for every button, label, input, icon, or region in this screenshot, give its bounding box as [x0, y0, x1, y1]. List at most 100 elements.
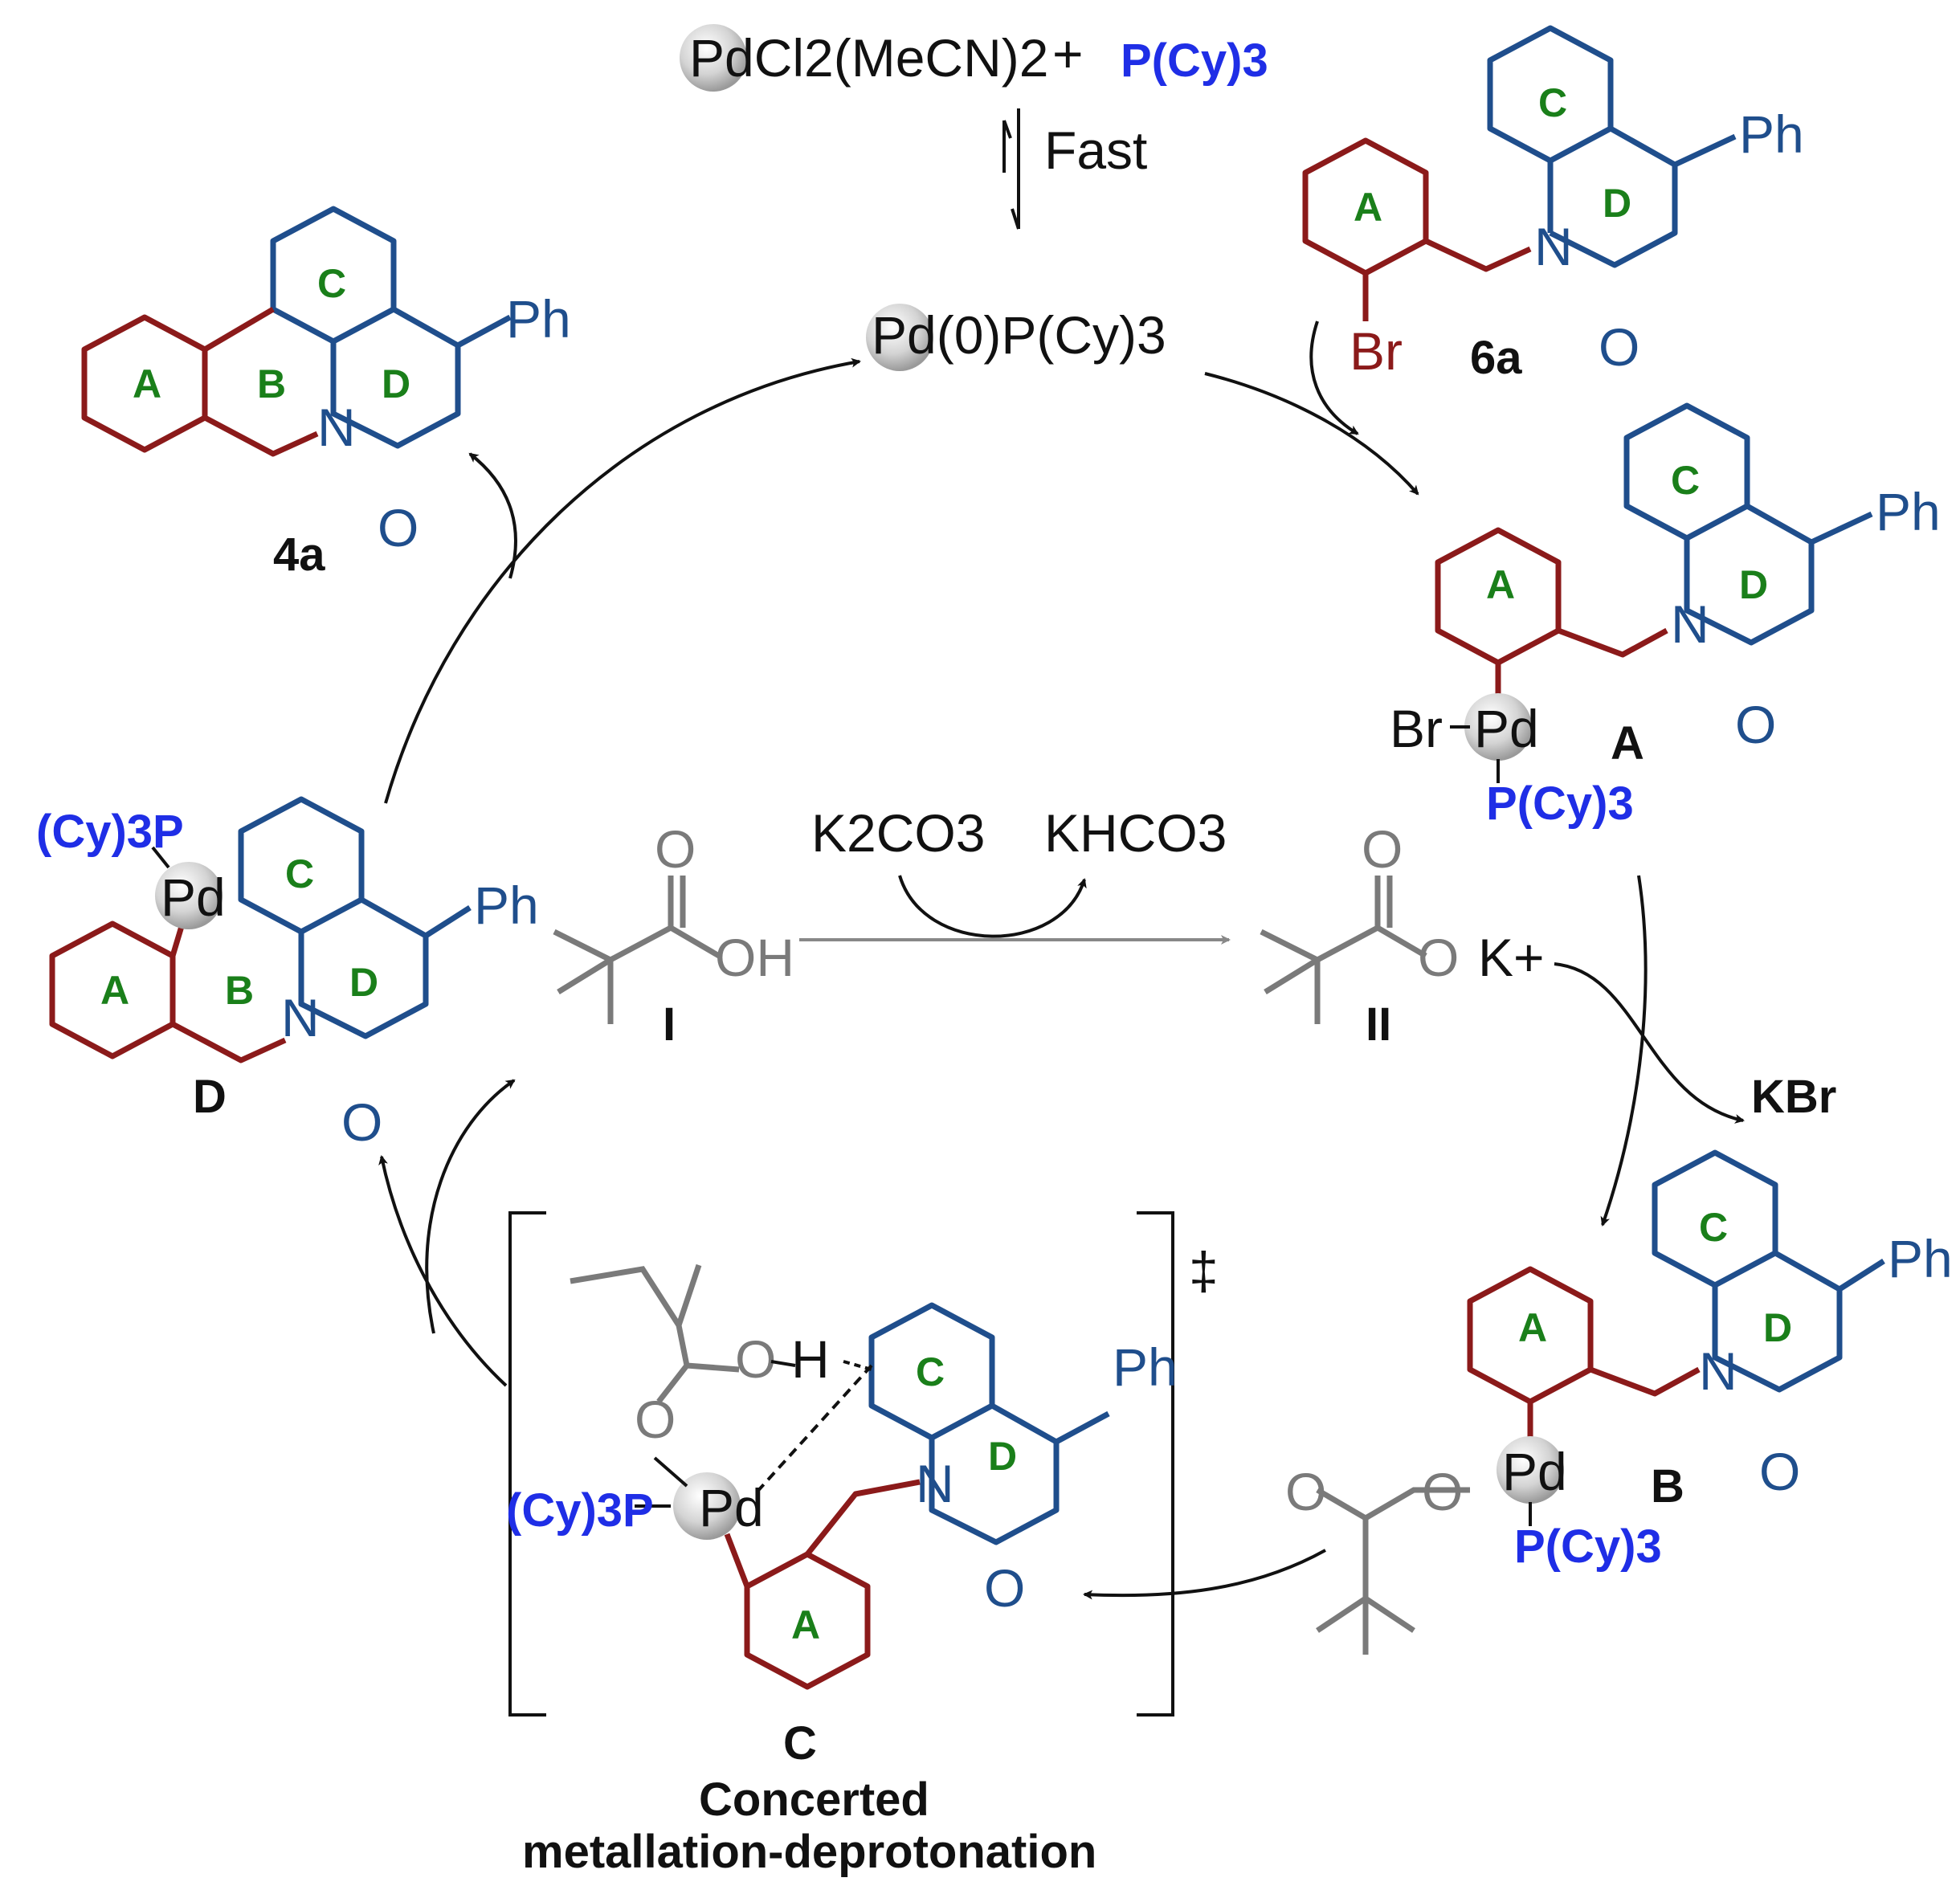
ring-label-a: A	[133, 361, 161, 406]
salt-o: O	[1362, 819, 1403, 879]
acid-oh: OH	[715, 928, 794, 987]
carbonyl-o: O	[984, 1558, 1025, 1618]
label-b: B	[1651, 1460, 1684, 1512]
pivalate-o2: O	[1285, 1462, 1326, 1521]
pivalate-o: O	[1422, 1462, 1463, 1521]
caption-line1: Concerted	[699, 1774, 929, 1826]
carbonyl-o: O	[341, 1092, 382, 1152]
phenyl: Ph	[1739, 104, 1804, 164]
fast-label: Fast	[1044, 120, 1147, 180]
carbonyl-o: O	[1735, 695, 1776, 754]
ring-d	[929, 1402, 1060, 1545]
nitrogen: N	[281, 988, 320, 1047]
ring-label-c: C	[1699, 1205, 1728, 1250]
palladium: Pd	[699, 1478, 764, 1537]
palladium: Pd	[1502, 1442, 1567, 1501]
ring-label-c: C	[916, 1349, 945, 1394]
ring-label-a: A	[100, 968, 129, 1013]
transition-state-c: ‡ O O H Pd (Cy)3P A C D N Ph O C Concert…	[506, 1211, 1219, 1878]
label-d: D	[193, 1071, 227, 1123]
intermediate-d: Pd (Cy)3P A B C D N Ph O D	[36, 796, 539, 1152]
palladium: Pd	[1474, 699, 1539, 758]
agostic-bond	[753, 1364, 873, 1496]
ring-label-c: C	[1671, 458, 1700, 503]
ring-label-d: D	[1603, 181, 1631, 226]
pivalate-formation: O OH I K2CO3 KHCO3 O O K+ II KBr	[553, 803, 1836, 1124]
ring-label-b: B	[225, 968, 254, 1013]
bracket-right	[1137, 1211, 1174, 1717]
carbonyl-o: O	[1759, 1442, 1800, 1501]
arrow-a-to-b	[1600, 875, 1648, 1227]
pd-precursor: PdCl2(MeCN)2	[689, 28, 1048, 88]
arrow-pd0-to-a	[1204, 372, 1419, 496]
ring-label-d: D	[1739, 562, 1768, 607]
potassium: K+	[1478, 928, 1545, 987]
ring-label-a: A	[791, 1602, 820, 1647]
bracket-left	[508, 1211, 546, 1717]
ring-d	[330, 306, 461, 449]
ring-d	[1712, 1250, 1843, 1393]
ts-o2: O	[635, 1390, 676, 1449]
arrow-b-to-c	[1083, 1549, 1326, 1600]
bromide: Br	[1350, 321, 1403, 381]
product-4a: A B C D N Ph O 4a	[81, 206, 571, 581]
phosphine: (Cy)3P	[506, 1484, 654, 1537]
kbr: KBr	[1751, 1071, 1836, 1123]
bromide: Br	[1390, 699, 1443, 758]
carbonyl-o: O	[378, 498, 419, 557]
label-ii: II	[1366, 998, 1391, 1051]
ring-label-b: B	[257, 361, 286, 406]
k2co3: K2CO3	[811, 803, 985, 863]
active-catalyst: Pd(0)P(Cy)3	[872, 305, 1166, 365]
label-c: C	[783, 1717, 817, 1770]
pd-sphere	[1497, 1436, 1564, 1504]
substrate-6a: A C D N Ph O Br 6a	[1302, 25, 1804, 384]
pd-sphere	[680, 24, 747, 92]
nitrogen: N	[1534, 217, 1573, 276]
ring-label-c: C	[317, 261, 346, 306]
intermediate-a: Pd Br P(Cy)3 A C D N Ph O A	[1390, 402, 1941, 830]
arrow-c-to-d	[378, 1155, 508, 1387]
pivalate-salt	[1260, 876, 1427, 1024]
label-i: I	[663, 998, 676, 1051]
pd-sphere	[673, 1472, 741, 1540]
nitrogen: N	[1699, 1341, 1737, 1401]
pivalate-ts	[570, 1263, 740, 1404]
phosphine: (Cy)3P	[36, 806, 184, 858]
plus-sign: +	[1052, 24, 1084, 84]
salt-o-minus: O	[1418, 928, 1459, 987]
ring-label-d: D	[382, 361, 410, 406]
label-a: A	[1611, 717, 1644, 769]
ring-label-c: C	[1538, 80, 1567, 125]
phenyl: Ph	[506, 289, 571, 349]
phenyl: Ph	[1888, 1229, 1953, 1288]
hydrogen: H	[791, 1329, 830, 1389]
label-6a: 6a	[1470, 332, 1522, 384]
carbonyl-o: O	[1599, 317, 1639, 377]
phenyl: Ph	[1113, 1337, 1178, 1397]
pd-sphere	[1464, 693, 1532, 761]
cycle-arrows	[378, 320, 1648, 1600]
acid-o: O	[655, 819, 696, 879]
eq-arrow-head	[1011, 208, 1020, 230]
ring-d	[1684, 503, 1815, 646]
pd-sphere	[155, 862, 223, 929]
catalyst-activation: PdCl2(MeCN)2 + P(Cy)3 Fast Pd(0)P(Cy)3	[680, 24, 1268, 371]
nitrogen: N	[916, 1454, 954, 1513]
ring-d	[1547, 125, 1678, 268]
ts-o: O	[735, 1329, 776, 1389]
khco3: KHCO3	[1044, 803, 1227, 863]
phenyl: Ph	[1876, 482, 1941, 541]
ring-label-a: A	[1354, 185, 1382, 230]
kbr-arrow	[1554, 962, 1745, 1124]
ring-label-a: A	[1486, 562, 1515, 607]
base-arrow	[898, 875, 1087, 938]
phenyl: Ph	[474, 876, 539, 935]
ring-label-d: D	[349, 960, 378, 1005]
label-4a: 4a	[273, 529, 325, 581]
intermediate-b: Pd P(Cy)3 O O A C D N Ph O B	[1285, 1149, 1953, 1655]
pd0-sphere	[866, 304, 933, 371]
ring-label-d: D	[1763, 1305, 1792, 1350]
ring-d	[298, 896, 429, 1039]
